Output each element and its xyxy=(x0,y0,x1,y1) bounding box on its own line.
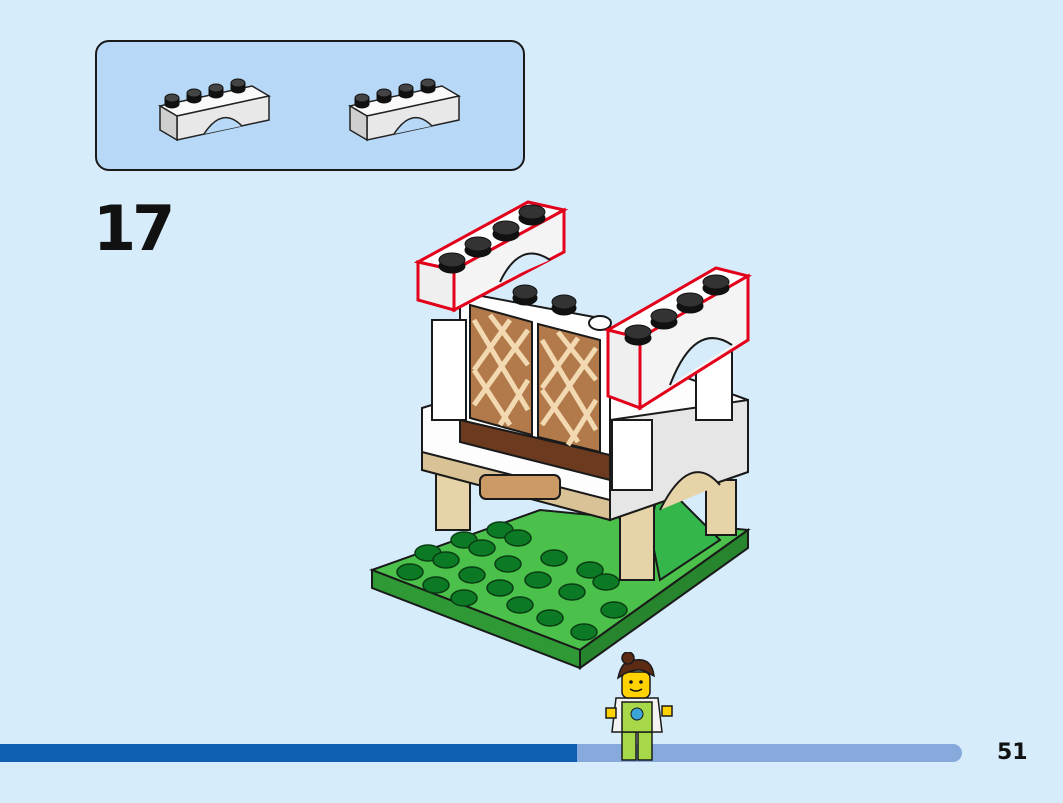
new-arch-right xyxy=(604,266,752,411)
model-assembly-illustration xyxy=(369,200,752,670)
baseplate-studs xyxy=(396,521,628,641)
lattice-pattern xyxy=(471,313,599,447)
step-number: 17 xyxy=(93,192,175,265)
parts-callout xyxy=(95,40,525,171)
page-number: 51 xyxy=(997,740,1028,765)
progress-bar-fill xyxy=(0,744,578,762)
white-arch-brick-icon xyxy=(347,78,462,142)
new-arch-left xyxy=(413,200,569,313)
minifigure-icon xyxy=(605,652,673,761)
progress-bar xyxy=(0,744,962,762)
white-arch-brick-icon xyxy=(157,78,272,142)
